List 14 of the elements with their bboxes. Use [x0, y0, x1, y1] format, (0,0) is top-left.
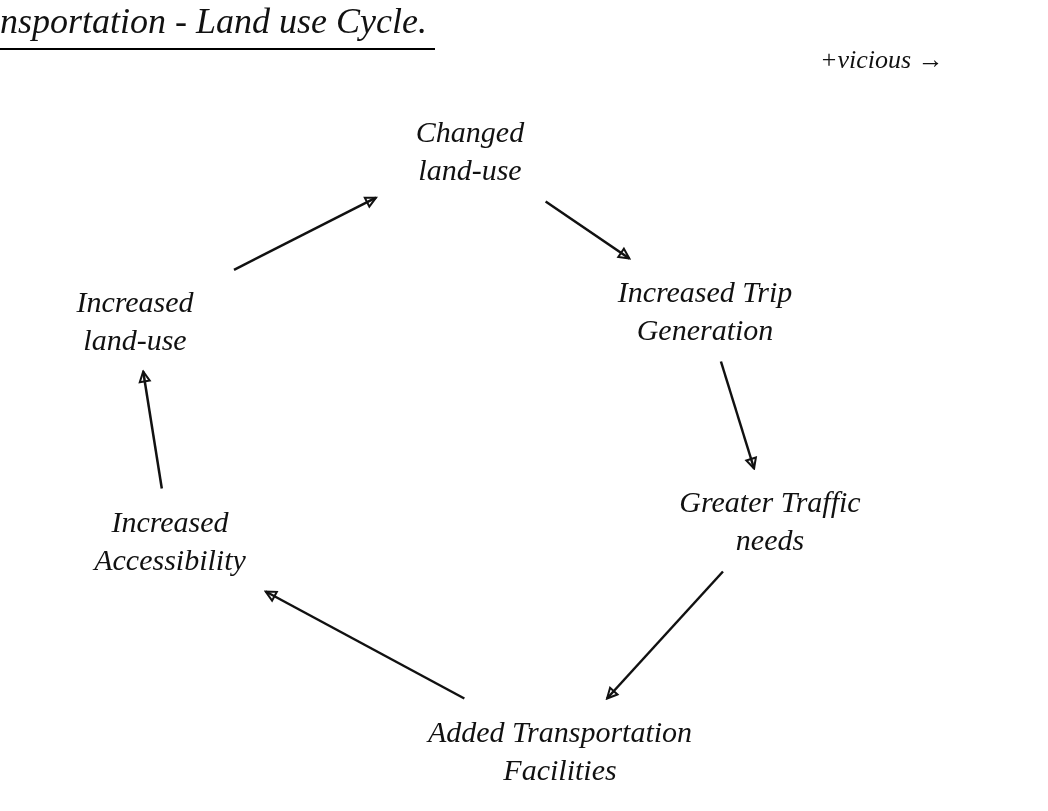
node-text: Changed land-use [414, 113, 526, 187]
node-text: Increased Accessibility [91, 503, 247, 578]
node-text: Increased Trip Generation [616, 273, 794, 347]
note: +vicious → [820, 44, 944, 76]
node-text: Added Transportation Facilities [425, 713, 694, 787]
arrow [138, 370, 164, 489]
arrow [544, 200, 631, 260]
arrow [264, 590, 465, 700]
arrow [233, 196, 377, 271]
arrow [606, 570, 724, 700]
title: nsportation - Land use Cycle. [0, 0, 435, 50]
node-text: Increased land-use [75, 283, 195, 357]
arrow [719, 361, 757, 470]
node-text: Greater Traffic needs [678, 483, 862, 557]
